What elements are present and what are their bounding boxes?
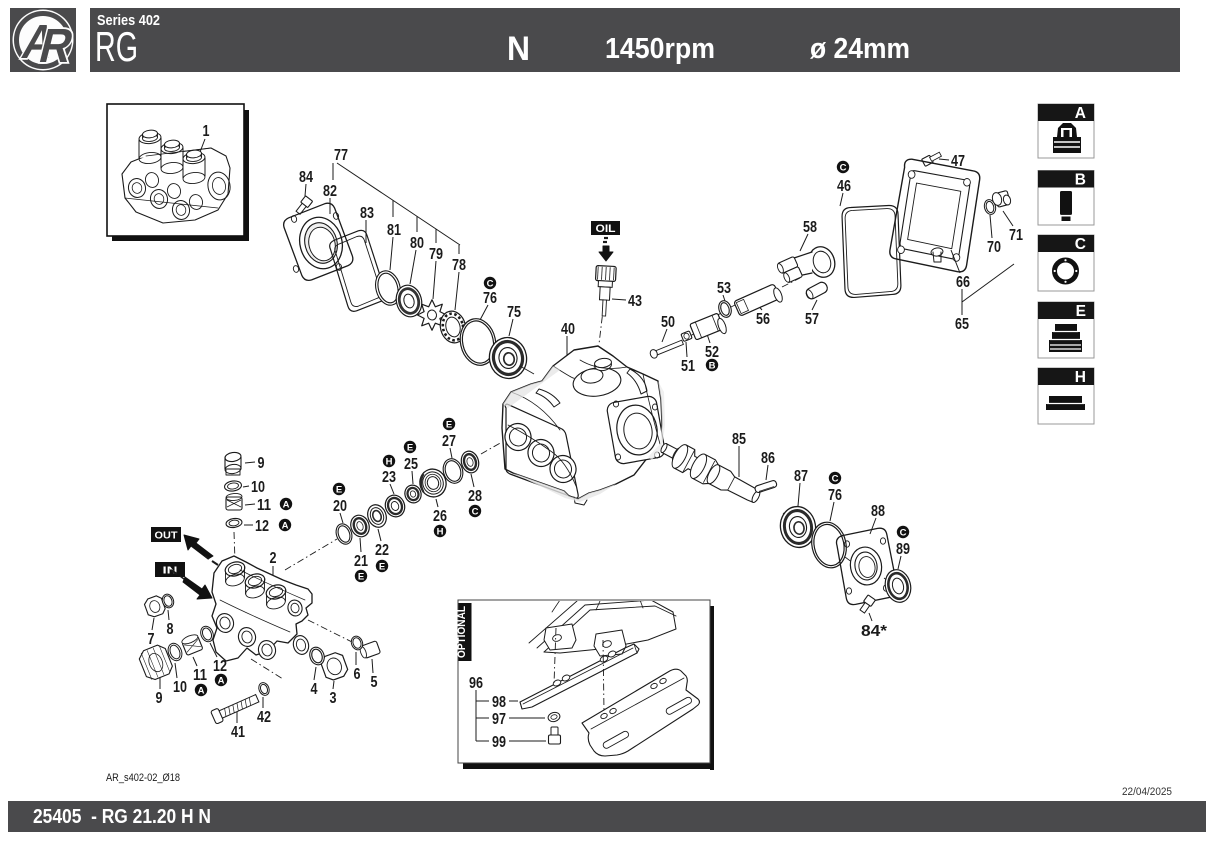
svg-text:A: A bbox=[282, 520, 289, 531]
svg-text:26: 26 bbox=[433, 508, 447, 525]
svg-text:C: C bbox=[472, 506, 479, 517]
svg-text:96: 96 bbox=[469, 675, 483, 692]
svg-text:83: 83 bbox=[360, 205, 374, 222]
svg-text:25: 25 bbox=[404, 456, 418, 473]
svg-text:8: 8 bbox=[167, 621, 174, 638]
svg-text:56: 56 bbox=[756, 311, 770, 328]
svg-text:52: 52 bbox=[705, 344, 719, 361]
svg-text:88: 88 bbox=[871, 503, 885, 520]
svg-text:80: 80 bbox=[410, 235, 424, 252]
svg-text:41: 41 bbox=[231, 724, 245, 741]
svg-text:E: E bbox=[407, 442, 413, 453]
svg-text:ø 24mm: ø 24mm bbox=[810, 33, 910, 65]
svg-text:3: 3 bbox=[330, 690, 337, 707]
svg-text:58: 58 bbox=[803, 219, 817, 236]
svg-text:2: 2 bbox=[270, 550, 277, 567]
svg-text:21: 21 bbox=[354, 553, 368, 570]
svg-text:82: 82 bbox=[323, 183, 337, 200]
svg-text:C: C bbox=[832, 473, 839, 484]
svg-text:AR_s402-02_Ø18: AR_s402-02_Ø18 bbox=[106, 772, 180, 784]
svg-text:47: 47 bbox=[951, 153, 965, 170]
svg-text:N: N bbox=[507, 30, 530, 68]
svg-text:78: 78 bbox=[452, 257, 466, 274]
svg-text:OPTIONAL: OPTIONAL bbox=[456, 606, 468, 658]
svg-text:RG: RG bbox=[95, 23, 138, 70]
svg-text:E: E bbox=[379, 561, 385, 572]
svg-text:1: 1 bbox=[203, 123, 210, 140]
svg-text:12: 12 bbox=[255, 518, 269, 535]
svg-text:C: C bbox=[487, 278, 494, 289]
svg-text:40: 40 bbox=[561, 321, 575, 338]
svg-text:42: 42 bbox=[257, 709, 271, 726]
svg-text:22/04/2025: 22/04/2025 bbox=[1122, 786, 1172, 798]
svg-text:9: 9 bbox=[258, 455, 265, 472]
svg-text:E: E bbox=[446, 419, 452, 430]
svg-text:C: C bbox=[1075, 236, 1086, 253]
svg-text:H: H bbox=[437, 526, 444, 537]
svg-text:70: 70 bbox=[987, 239, 1001, 256]
svg-text:97: 97 bbox=[492, 711, 506, 728]
svg-text:9: 9 bbox=[156, 690, 163, 707]
svg-text:A: A bbox=[1075, 105, 1086, 122]
svg-text:79: 79 bbox=[429, 246, 443, 263]
svg-text:A: A bbox=[283, 499, 290, 510]
svg-text:5: 5 bbox=[371, 674, 378, 691]
svg-text:C: C bbox=[900, 527, 907, 538]
svg-text:84: 84 bbox=[299, 169, 313, 186]
svg-text:C: C bbox=[840, 162, 847, 173]
svg-text:11: 11 bbox=[257, 497, 271, 514]
svg-text:4: 4 bbox=[311, 681, 318, 698]
svg-text:E: E bbox=[336, 484, 342, 495]
svg-text:1450rpm: 1450rpm bbox=[605, 33, 715, 65]
svg-text:77: 77 bbox=[334, 147, 348, 164]
svg-text:H: H bbox=[386, 456, 393, 467]
svg-text:46: 46 bbox=[837, 178, 851, 195]
svg-text:10: 10 bbox=[251, 479, 265, 496]
svg-text:Series 402: Series 402 bbox=[97, 12, 160, 29]
svg-text:57: 57 bbox=[805, 311, 819, 328]
svg-text:12: 12 bbox=[213, 658, 227, 675]
svg-text:E: E bbox=[1076, 303, 1086, 320]
svg-text:OUT: OUT bbox=[155, 530, 179, 542]
svg-text:53: 53 bbox=[717, 280, 731, 297]
svg-text:A: A bbox=[198, 685, 205, 696]
svg-text:25405 - RG 21.20 H N: 25405 - RG 21.20 H N bbox=[33, 806, 211, 828]
svg-text:76: 76 bbox=[483, 290, 497, 307]
svg-text:20: 20 bbox=[333, 498, 347, 515]
svg-text:E: E bbox=[358, 571, 364, 582]
svg-text:81: 81 bbox=[387, 222, 401, 239]
svg-text:10: 10 bbox=[173, 679, 187, 696]
svg-text:6: 6 bbox=[354, 666, 361, 683]
svg-text:22: 22 bbox=[375, 542, 389, 559]
svg-text:B: B bbox=[709, 360, 716, 371]
svg-text:11: 11 bbox=[193, 667, 207, 684]
svg-text:43: 43 bbox=[628, 293, 642, 310]
svg-text:23: 23 bbox=[382, 469, 396, 486]
svg-text:A: A bbox=[218, 675, 225, 686]
svg-text:85: 85 bbox=[732, 431, 746, 448]
svg-text:B: B bbox=[1075, 172, 1086, 189]
svg-text:H: H bbox=[1075, 369, 1086, 386]
svg-text:75: 75 bbox=[507, 304, 521, 321]
svg-text:98: 98 bbox=[492, 694, 506, 711]
svg-text:99: 99 bbox=[492, 734, 506, 751]
svg-text:84*: 84* bbox=[861, 623, 888, 640]
svg-text:71: 71 bbox=[1009, 227, 1023, 244]
svg-text:89: 89 bbox=[896, 541, 910, 558]
svg-text:86: 86 bbox=[761, 450, 775, 467]
svg-text:27: 27 bbox=[442, 433, 456, 450]
svg-text:51: 51 bbox=[681, 358, 695, 375]
svg-text:87: 87 bbox=[794, 468, 808, 485]
svg-text:IN: IN bbox=[163, 565, 178, 577]
svg-text:50: 50 bbox=[661, 314, 675, 331]
svg-text:28: 28 bbox=[468, 488, 482, 505]
svg-text:76: 76 bbox=[828, 487, 842, 504]
svg-text:OIL: OIL bbox=[596, 223, 616, 235]
svg-text:66: 66 bbox=[956, 274, 970, 291]
svg-text:7: 7 bbox=[148, 631, 155, 648]
svg-text:65: 65 bbox=[955, 316, 969, 333]
